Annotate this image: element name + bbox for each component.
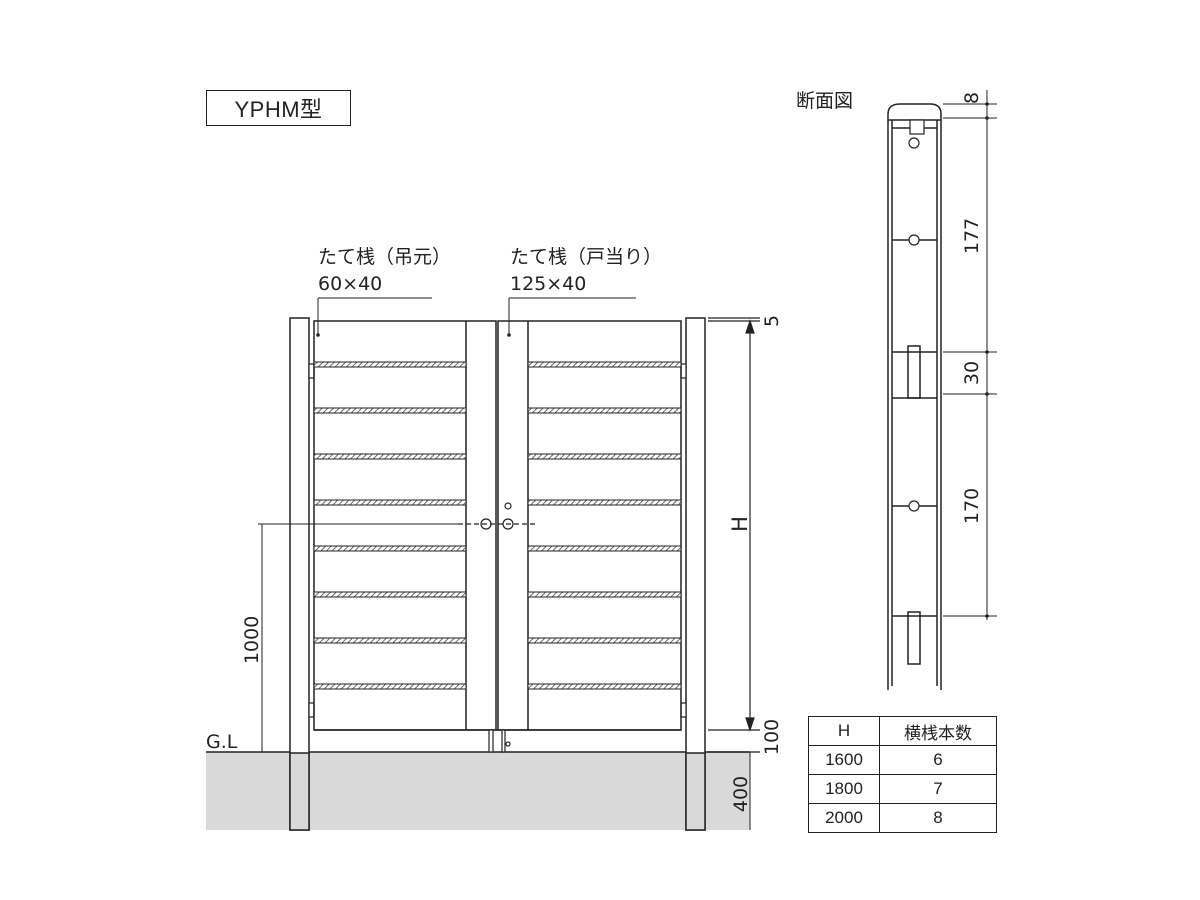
table-cell: 1800 xyxy=(808,774,880,804)
dim-handle-height: 1000 xyxy=(241,616,263,664)
horizontal-rail xyxy=(313,545,467,552)
table-cell: 7 xyxy=(879,774,997,804)
horizontal-rail xyxy=(313,407,467,414)
table-header-h: H xyxy=(808,716,880,746)
horizontal-rail xyxy=(527,637,682,644)
table-cell: 6 xyxy=(879,745,997,775)
model-label: YPHM型 xyxy=(206,90,351,126)
table-row: 1800 7 xyxy=(808,774,997,804)
ground-level-label: G.L xyxy=(206,731,238,753)
dim-height: H xyxy=(728,516,752,532)
right-leaf xyxy=(497,320,682,731)
horizontal-rail xyxy=(313,499,467,506)
lock-handle xyxy=(458,502,538,530)
ground-area xyxy=(206,752,750,830)
horizontal-rail xyxy=(313,683,467,690)
table-cell: 1600 xyxy=(808,745,880,775)
dim-bottom-gap: 100 xyxy=(761,719,783,755)
horizontal-rail xyxy=(527,361,682,368)
sec-dim-upper: 177 xyxy=(961,218,983,254)
rails-left xyxy=(313,361,467,690)
horizontal-rail xyxy=(313,453,467,460)
table-cell: 2000 xyxy=(808,803,880,833)
rails-right xyxy=(527,361,682,690)
table-header-rails: 横桟本数 xyxy=(879,716,997,746)
sec-dim-joint: 30 xyxy=(961,361,983,385)
hinge-stile-name: たて桟（吊元） xyxy=(318,246,451,268)
horizontal-rail xyxy=(313,591,467,598)
table-row: 1600 6 xyxy=(808,745,997,775)
horizontal-rail xyxy=(527,545,682,552)
sec-dim-lower: 170 xyxy=(961,488,983,524)
horizontal-rail xyxy=(313,361,467,368)
latch-stile-size: 125×40 xyxy=(510,273,586,295)
dim-top-gap: 5 xyxy=(761,315,783,327)
horizontal-rail xyxy=(527,453,682,460)
horizontal-rail xyxy=(527,499,682,506)
section-title: 断面図 xyxy=(796,90,853,112)
rail-count-table: H 横桟本数 1600 6 1800 7 2000 8 xyxy=(808,716,997,833)
latch-stile-name: たて桟（戸当り） xyxy=(510,246,662,268)
horizontal-rail xyxy=(527,591,682,598)
horizontal-rail xyxy=(527,683,682,690)
horizontal-rail xyxy=(313,637,467,644)
horizontal-rail xyxy=(527,407,682,414)
drop-rod xyxy=(488,729,494,753)
hinge-stile-size: 60×40 xyxy=(318,273,382,295)
left-leaf xyxy=(313,320,497,731)
sec-dim-top: 8 xyxy=(961,92,983,104)
dim-embed-depth: 400 xyxy=(730,776,752,812)
table-row: 2000 8 xyxy=(808,803,997,833)
table-cell: 8 xyxy=(879,803,997,833)
section-profile xyxy=(887,103,942,690)
